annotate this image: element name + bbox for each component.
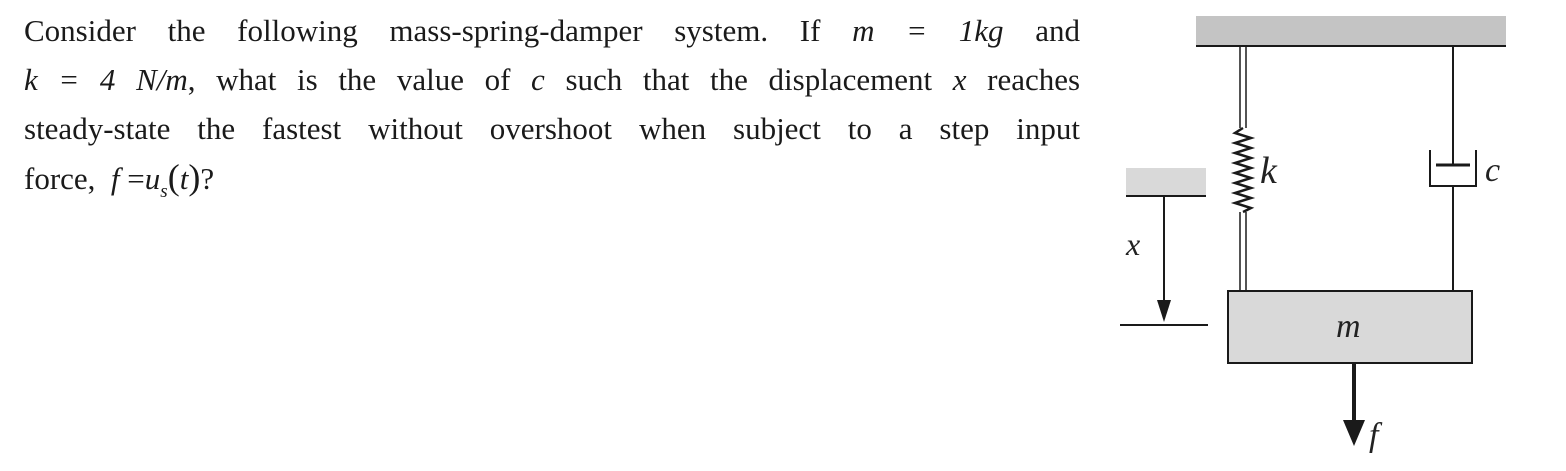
displacement-symbol: x <box>952 62 967 97</box>
ceiling-support <box>1196 16 1506 46</box>
question-line-1: Consider the following mass-spring-dampe… <box>24 6 1080 55</box>
question-mark: ? <box>200 161 215 196</box>
time-symbol: t <box>179 161 189 196</box>
step-function-subscript: s <box>160 181 168 202</box>
question-line-2: k = 4 N/m, what is the value of c such t… <box>24 55 1080 104</box>
damping-symbol: c <box>531 62 545 97</box>
damper <box>1429 46 1477 292</box>
force-symbol: f <box>110 161 120 196</box>
equals-sign: = <box>127 161 145 196</box>
force-label: f <box>1369 417 1383 454</box>
line1-text: Consider the following mass-spring-dampe… <box>24 13 821 48</box>
spring <box>1230 46 1256 292</box>
mass-spring-damper-diagram: x k c m f <box>1120 16 1506 454</box>
line1-tail: and <box>1035 13 1080 48</box>
displacement-arrowhead <box>1157 300 1171 322</box>
spring-constant-value: k = 4 N/m <box>24 62 188 97</box>
question-line-4: force, f =us(t)? <box>24 153 1080 216</box>
close-paren: ) <box>188 157 201 197</box>
spring-label: k <box>1260 150 1278 192</box>
open-paren: ( <box>167 157 180 197</box>
line2-text2: such that the displacement <box>565 62 933 97</box>
line3-text: steady-state the fastest without oversho… <box>24 111 1080 146</box>
line2-tail: reaches <box>987 62 1081 97</box>
mass-value: m = 1kg <box>852 13 1004 48</box>
question-text: Consider the following mass-spring-dampe… <box>24 6 1080 216</box>
line4-text: force, <box>24 161 96 196</box>
damper-label: c <box>1485 152 1500 189</box>
force-arrowhead <box>1343 420 1365 446</box>
mass-label: m <box>1336 308 1361 345</box>
step-function-symbol: u <box>144 161 161 196</box>
line2-text: , what is the value of <box>187 62 511 97</box>
reference-ground <box>1126 168 1206 195</box>
displacement-label: x <box>1125 226 1140 262</box>
question-line-3: steady-state the fastest without oversho… <box>24 104 1080 153</box>
mass-block <box>1227 290 1473 364</box>
